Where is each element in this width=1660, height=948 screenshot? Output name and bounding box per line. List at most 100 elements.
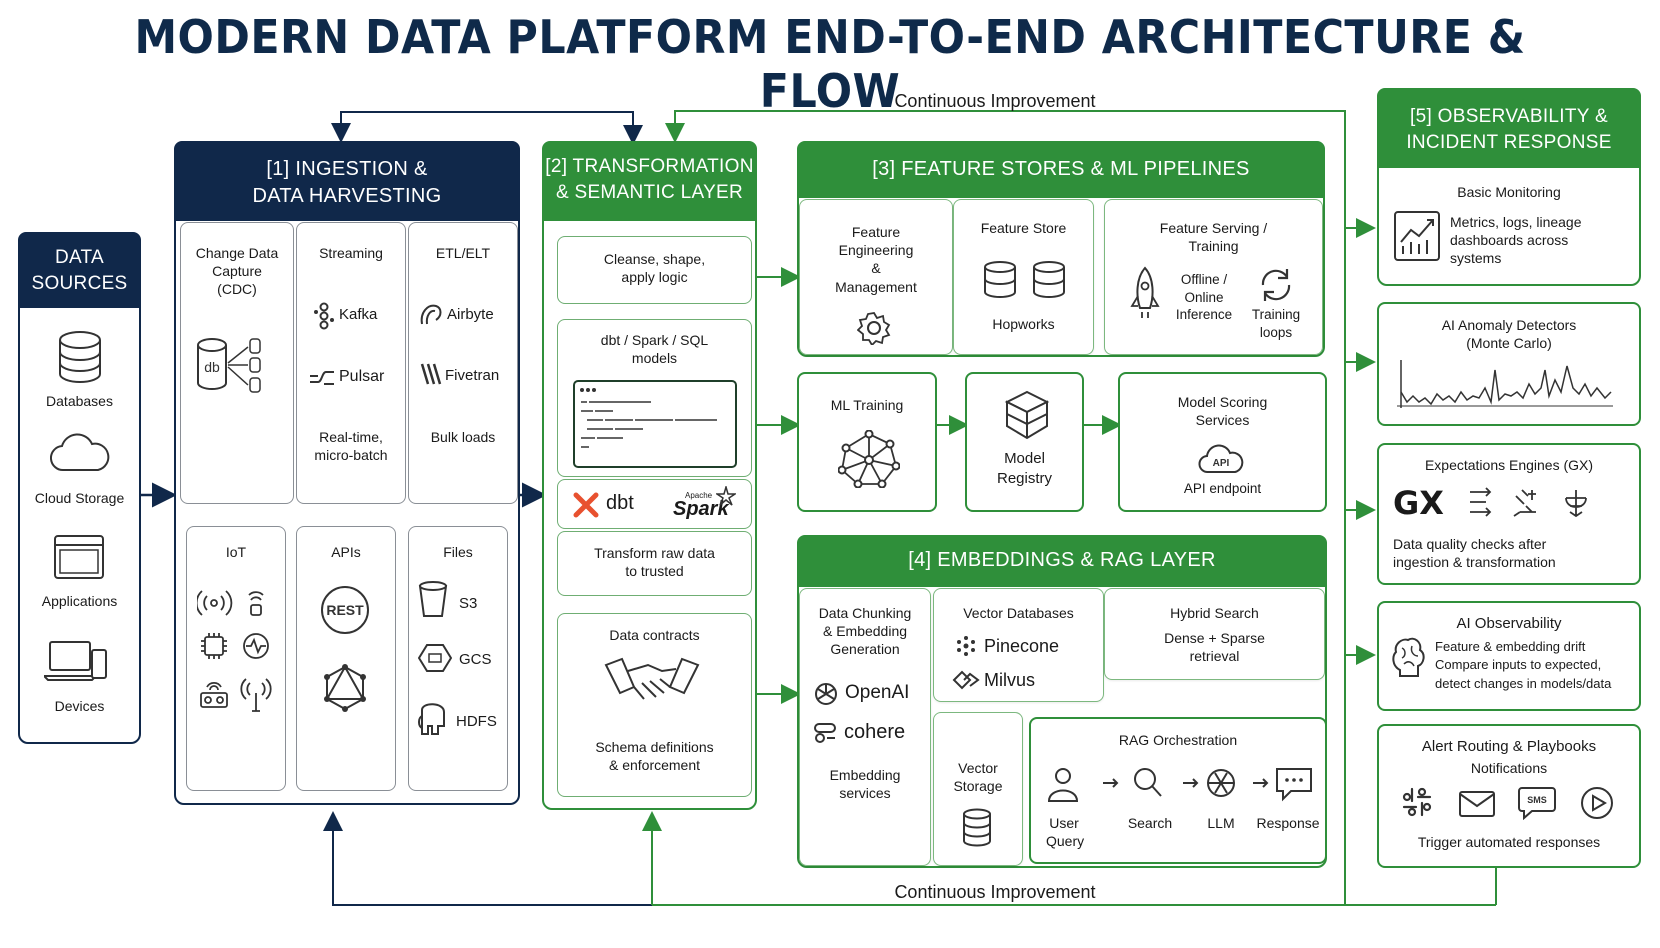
code-editor-icon [573, 380, 737, 468]
hdfs-label: HDFS [456, 713, 497, 730]
feature-store-title: [3] FEATURE STORES & ML PIPELINES [872, 158, 1250, 180]
cohere-icon [814, 723, 836, 743]
ingestion-title: [1] INGESTION &DATA HARVESTING [252, 158, 442, 207]
vector-storage-db-icon [963, 808, 991, 847]
svg-text:SMS: SMS [1527, 795, 1547, 805]
gx-tool-icons [1470, 487, 1587, 518]
airbyte-icon [420, 304, 442, 325]
slack-icon [1402, 787, 1432, 817]
feature-store-db-icon [984, 261, 1065, 298]
top-loop-line [340, 111, 643, 145]
data-contracts-desc: Schema definitions& enforcement [595, 739, 714, 774]
handshake-icon [604, 657, 700, 700]
neural-network-icon [838, 430, 900, 488]
rest-icon: REST [321, 586, 369, 634]
hybrid-search-title: Hybrid Search [1170, 605, 1259, 621]
etl-card [408, 222, 518, 504]
hdfs-elephant-icon [418, 703, 445, 735]
fivetran-icon [420, 363, 442, 385]
data-sources-header [18, 232, 141, 308]
ml-training-label: ML Training [830, 397, 904, 413]
gx-card [1377, 443, 1641, 585]
pulsar-icon [310, 371, 334, 385]
model-scoring-card [1118, 372, 1327, 512]
database-icon [59, 331, 101, 383]
email-icon [1459, 791, 1495, 817]
svg-text:API: API [1213, 458, 1230, 469]
source-databases-label: Databases [46, 393, 113, 409]
hopworks-label: Hopworks [992, 316, 1055, 332]
rag-title: [4] EMBEDDINGS & RAG LAYER [908, 549, 1216, 571]
apis-title: APIs [331, 544, 361, 560]
iot-card [186, 526, 286, 791]
pinecone-label: Pinecone [984, 636, 1060, 656]
source-applications-label: Applications [41, 593, 118, 609]
cleanse-label: Cleanse, shape,apply logic [603, 251, 706, 286]
milvus-icon [952, 670, 980, 690]
monitoring-chart-icon [1394, 211, 1440, 261]
rag-step-response: Response [1256, 815, 1320, 831]
devices-icon [44, 641, 107, 681]
play-icon [1581, 787, 1613, 819]
svg-text:db: db [204, 359, 220, 375]
svg-text:REST: REST [326, 602, 364, 618]
apis-card [296, 526, 396, 791]
pinecone-icon [957, 636, 975, 656]
cohere-label: cohere [844, 721, 906, 743]
spark-star-icon [716, 486, 736, 506]
sms-icon: SMS [1518, 787, 1556, 820]
streaming-card [296, 222, 406, 504]
refresh-loop-icon [1261, 269, 1291, 301]
gx-logo: GX [1393, 484, 1444, 522]
streaming-title: Streaming [319, 245, 383, 261]
vector-db-card [933, 588, 1104, 702]
iot-title: IoT [225, 544, 247, 560]
cloud-icon [50, 433, 110, 472]
feature-engineering-card [799, 199, 953, 355]
pulsar-label: Pulsar [339, 368, 385, 385]
rag-step-llm: LLM [1207, 815, 1235, 831]
openai-label: OpenAI [845, 682, 910, 703]
etl-note: Bulk loads [430, 429, 496, 445]
spark-label: Spark [673, 498, 729, 520]
cleanse-card [557, 236, 752, 304]
continuous-improvement-top-label: Continuous Improvement [894, 91, 1096, 111]
data-contracts-title: Data contracts [609, 627, 700, 643]
basic-monitoring-title: Basic Monitoring [1457, 184, 1561, 200]
anomaly-detector-card [1377, 302, 1641, 426]
observability-title: [5] OBSERVABILITY &INCIDENT RESPONSE [1406, 106, 1612, 153]
gear-icon [857, 312, 891, 345]
alert-routing-title: Alert Routing & Playbooks [1421, 738, 1597, 755]
files-title: Files [443, 544, 473, 560]
feature-store-card [953, 199, 1094, 355]
rag-step-user-query: User Query [1046, 815, 1085, 850]
iot-icons [197, 590, 272, 712]
source-devices-label: Devices [54, 698, 105, 714]
dbt-logo-icon [573, 492, 599, 518]
brain-icon [1392, 637, 1425, 677]
api-cloud-icon: API [1198, 444, 1244, 473]
ingestion-header [174, 141, 520, 221]
vector-storage-card [933, 712, 1023, 866]
feature-store-header [797, 141, 1325, 198]
rag-flow-icons [1047, 768, 1312, 802]
continuous-improvement-top-line [665, 110, 1346, 228]
model-registry-cube-icon [1004, 390, 1050, 440]
apache-label: Apache [685, 491, 713, 500]
ai-observability-title: AI Observability [1456, 615, 1562, 632]
rag-orchestration-title: RAG Orchestration [1118, 732, 1238, 748]
alert-routing-sub: Notifications [1470, 760, 1548, 776]
